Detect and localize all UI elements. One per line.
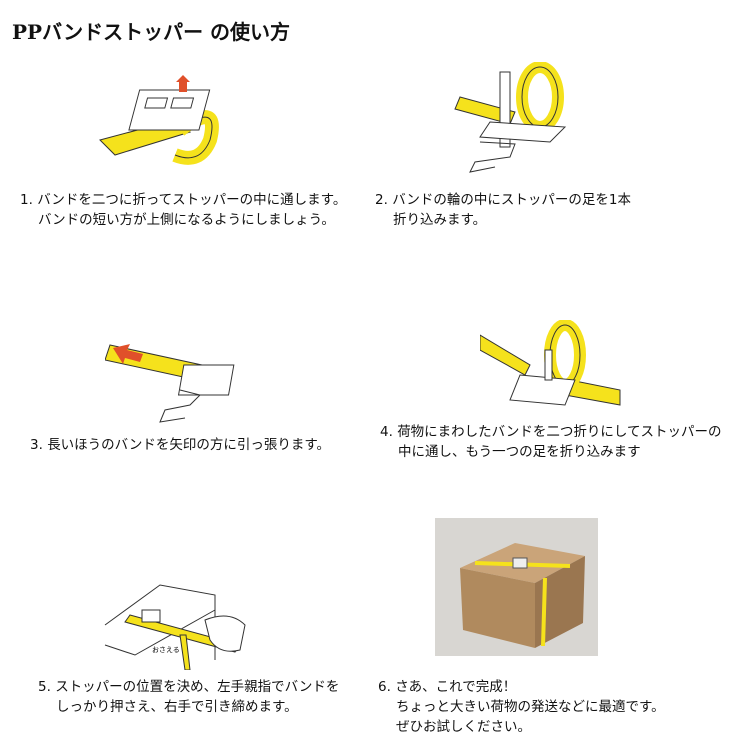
step4-illustration	[480, 320, 621, 406]
page-title: PPバンドストッパー の使い方	[12, 20, 291, 44]
step-text: 中に通し、もう一つの足を折り込みます	[398, 444, 641, 460]
step-text: バンドを二つに折ってストッパーの中に通します。	[37, 192, 347, 208]
step1-illustration	[99, 75, 219, 165]
step-number: 4.	[380, 424, 393, 440]
step-text: 折り込みます。	[393, 212, 487, 228]
step-text: ストッパーの位置を決め、左手親指でバンドを	[55, 679, 340, 695]
step-number: 1.	[20, 192, 33, 208]
step-3: 3. 長いほうのバンドを矢印の方に引っ張ります。	[30, 435, 330, 455]
step-text: 長いほうのバンドを矢印の方に引っ張ります。	[47, 437, 331, 453]
step-text: バンドの短い方が上側になるようにしましょう。	[38, 212, 335, 228]
step-number: 3.	[30, 437, 43, 453]
press-label: おさえる	[152, 646, 180, 654]
step-text: ちょっと大きい荷物の発送などに最適です。	[396, 699, 665, 715]
step6-box-photo	[435, 518, 598, 656]
step-text: 荷物にまわしたバンドを二つ折りにしてストッパーの	[397, 424, 722, 440]
step3-illustration	[105, 344, 235, 423]
step-text: さあ、これで完成！	[395, 679, 517, 695]
step-1: 1. バンドを二つに折ってストッパーの中に通します。 バンドの短い方が上側になる…	[20, 190, 346, 230]
step5-illustration: おさえる	[104, 584, 246, 670]
step-5: 5. ストッパーの位置を決め、左手親指でバンドを しっかり押さえ、右手で引き締め…	[38, 677, 339, 717]
step-text: しっかり押さえ、右手で引き締めます。	[56, 699, 298, 715]
step-text: ぜひお試しください。	[396, 719, 531, 735]
step-number: 6.	[378, 679, 391, 695]
step-6: 6. さあ、これで完成！ ちょっと大きい荷物の発送などに最適です。 ぜひお試しく…	[378, 677, 665, 737]
step-text: バンドの輪の中にストッパーの足を1本	[392, 192, 631, 208]
step-number: 5.	[38, 679, 51, 695]
step-4: 4. 荷物にまわしたバンドを二つ折りにしてストッパーの 中に通し、もう一つの足を…	[380, 422, 721, 462]
arrow-icon	[113, 344, 143, 364]
arrow-icon	[176, 75, 190, 92]
step-2: 2. バンドの輪の中にストッパーの足を1本 折り込みます。	[375, 190, 631, 230]
step-number: 2.	[375, 192, 388, 208]
step2-illustration	[454, 62, 567, 173]
